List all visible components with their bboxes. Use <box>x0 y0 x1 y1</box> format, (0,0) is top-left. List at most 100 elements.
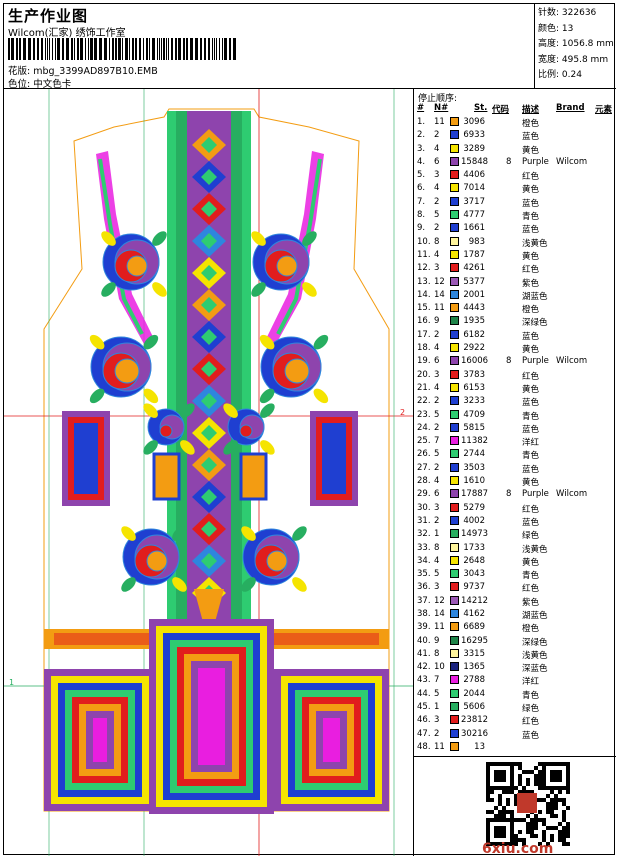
row-index: 36. <box>417 582 431 593</box>
color-swatch <box>450 622 459 632</box>
row-code: 8 <box>506 489 512 500</box>
row-number: 7 <box>434 675 440 686</box>
row-index: 34. <box>417 555 431 566</box>
row-number: 2 <box>434 462 440 473</box>
color-swatch <box>450 582 459 592</box>
row-index: 47. <box>417 728 431 739</box>
color-swatch <box>450 316 459 326</box>
row-number: 4 <box>434 183 440 194</box>
row-description: 蓝色 <box>522 225 540 236</box>
color-swatch <box>450 170 459 180</box>
row-stitches: 1610 <box>463 476 485 487</box>
row-description: 黄色 <box>522 185 540 196</box>
production-sheet: 生产作业图 Wilcom(汇家) 绣饰工作室 花版: mbg_3399AD897… <box>3 3 616 857</box>
company-name: Wilcom(汇家) 绣饰工作室 <box>8 28 126 39</box>
col-description: 描述 <box>522 105 540 115</box>
row-index: 24. <box>417 422 431 433</box>
qr-code-image <box>486 762 570 846</box>
row-number: 14 <box>434 608 445 619</box>
row-index: 40. <box>417 635 431 646</box>
row-description: Purple <box>522 156 549 167</box>
color-swatch <box>450 223 459 233</box>
row-index: 37. <box>417 595 431 606</box>
col-stitches: St. <box>474 103 488 113</box>
row-index: 15. <box>417 303 431 314</box>
color-swatch <box>450 555 459 565</box>
row-description: 蓝色 <box>522 398 540 409</box>
color-card-label: 色位: <box>8 79 31 90</box>
col-element: 元素 <box>595 105 613 115</box>
color-swatch <box>450 449 459 459</box>
row-number: 2 <box>434 728 440 739</box>
row-stitches: 2744 <box>463 449 485 460</box>
row-number: 11 <box>434 303 445 314</box>
row-description: 黄色 <box>522 145 540 156</box>
col-code: 代码 <box>492 105 510 115</box>
color-swatch <box>450 369 459 379</box>
color-swatch <box>450 303 459 313</box>
color-swatch <box>450 409 459 419</box>
row-index: 3. <box>417 143 426 154</box>
row-stitches: 11382 <box>461 436 489 447</box>
row-number: 2 <box>434 422 440 433</box>
row-stitches: 5377 <box>463 276 485 287</box>
row-description: 橙色 <box>522 624 540 635</box>
row-number: 9 <box>434 316 440 327</box>
row-stitches: 7014 <box>463 183 485 194</box>
row-stitches: 2648 <box>463 555 485 566</box>
row-stitches: 4406 <box>463 170 485 181</box>
color-swatch <box>450 462 459 472</box>
row-number: 2 <box>434 196 440 207</box>
row-stitches: 5279 <box>463 502 485 513</box>
row-description: 黄色 <box>522 384 540 395</box>
row-description: 紫色 <box>522 278 540 289</box>
row-number: 2 <box>434 329 440 340</box>
row-number: 4 <box>434 343 440 354</box>
color-swatch <box>450 276 459 286</box>
row-index: 13. <box>417 276 431 287</box>
row-stitches: 1787 <box>463 249 485 260</box>
color-swatch <box>450 249 459 259</box>
file-name-label: 花版: <box>8 66 31 77</box>
row-description: 黄色 <box>522 345 540 356</box>
row-number: 9 <box>434 635 440 646</box>
row-number: 11 <box>434 622 445 633</box>
color-swatch <box>450 702 459 712</box>
color-swatch <box>450 675 459 685</box>
axis-label-2: 2 <box>400 408 405 417</box>
color-swatch <box>450 728 459 738</box>
row-number: 3 <box>434 369 440 380</box>
axis-label-1: 1 <box>9 678 14 687</box>
stitch-count: 针数: 322636 <box>538 8 597 18</box>
row-description: 蓝色 <box>522 198 540 209</box>
row-number: 3 <box>434 582 440 593</box>
row-index: 31. <box>417 515 431 526</box>
row-description: 蓝色 <box>522 424 540 435</box>
color-swatch <box>450 263 459 273</box>
row-stitches: 5815 <box>463 422 485 433</box>
color-card-line: 色位: 中文色卡 <box>8 76 71 90</box>
file-name: mbg_3399AD897B10.EMB <box>33 66 158 77</box>
row-index: 19. <box>417 356 431 367</box>
row-number: 4 <box>434 476 440 487</box>
row-index: 35. <box>417 569 431 580</box>
row-stitches: 4709 <box>463 409 485 420</box>
row-code: 8 <box>506 156 512 167</box>
row-index: 26. <box>417 449 431 460</box>
row-description: 黄色 <box>522 478 540 489</box>
